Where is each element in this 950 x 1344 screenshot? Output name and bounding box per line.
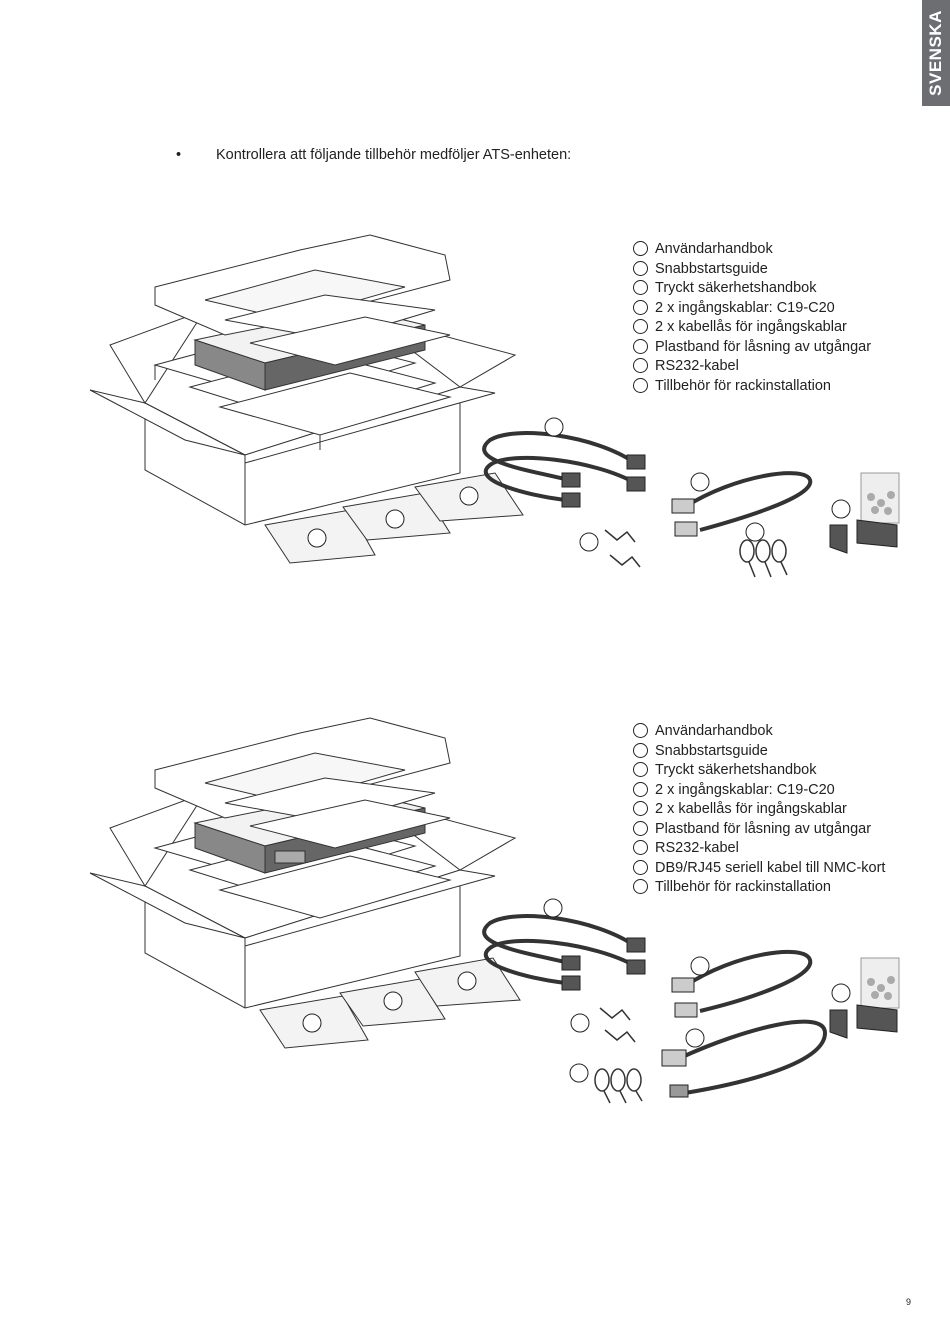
- checklist-item-label: Snabbstartsguide: [655, 742, 768, 759]
- checklist-item: 2 x ingångskablar: C19-C20: [633, 781, 885, 801]
- rack-kit: [829, 957, 900, 1039]
- rs232-cable: [671, 471, 813, 537]
- checklist-item: Användarhandbok: [633, 722, 885, 742]
- circle-checkbox-icon[interactable]: [633, 299, 648, 315]
- checklist-item-label: Tillbehör för rackinstallation: [655, 377, 831, 394]
- checklist-item-label: Plastband för låsning av utgångar: [655, 820, 872, 837]
- page-number: 9: [906, 1297, 912, 1307]
- circle-checkbox-icon[interactable]: [633, 338, 648, 354]
- circle-checkbox-icon[interactable]: [633, 742, 648, 758]
- upper-foam: [154, 234, 451, 366]
- circle-checkbox-icon[interactable]: [633, 762, 648, 777]
- checklist-item-label: Snabbstartsguide: [655, 260, 768, 277]
- circle-checkbox-icon[interactable]: [633, 280, 648, 295]
- checklist-item-label: 2 x ingångskablar: C19-C20: [655, 781, 835, 798]
- cable-locks: [604, 529, 641, 568]
- checklist-item-label: 2 x ingångskablar: C19-C20: [655, 299, 835, 316]
- checklist-2: Användarhandbok Snabbstartsguide Tryckt …: [633, 722, 885, 898]
- checklist-item-label: RS232-kabel: [655, 358, 739, 374]
- checklist-item-label: DB9/RJ45 seriell kabel till NMC-kort: [655, 859, 886, 876]
- plastic-ties: [594, 1068, 643, 1104]
- checklist-item: 2 x kabellås för ingångskablar: [633, 800, 885, 820]
- circle-checkbox-icon[interactable]: [633, 859, 648, 875]
- checklist-item: Snabbstartsguide: [633, 742, 885, 762]
- checklist-1: Användarhandbok Snabbstartsguide Tryckt …: [633, 240, 871, 396]
- package-illustration-1: [89, 234, 900, 578]
- intro-line: • Kontrollera att följande tillbehör medf…: [176, 147, 571, 163]
- bullet-marker: •: [176, 147, 182, 163]
- circle-checkbox-icon[interactable]: [633, 840, 648, 855]
- checklist-item: RS232-kabel: [633, 357, 871, 377]
- checklist-item: 2 x ingångskablar: C19-C20: [633, 299, 871, 319]
- checklist-item: 2 x kabellås för ingångskablar: [633, 318, 871, 338]
- intro-text: Kontrollera att följande tillbehör medfö…: [216, 147, 572, 163]
- checklist-item: Snabbstartsguide: [633, 260, 871, 280]
- checklist-item: Tillbehör för rackinstallation: [633, 377, 871, 397]
- rack-kit: [829, 472, 900, 554]
- circle-checkbox-icon[interactable]: [633, 241, 648, 256]
- checklist-item-label: Användarhandbok: [655, 723, 773, 739]
- package-illustration-2: [89, 717, 900, 1104]
- checklist-item: RS232-kabel: [633, 839, 885, 859]
- upper-foam: [154, 717, 451, 849]
- circle-checkbox-icon[interactable]: [633, 781, 648, 797]
- circle-checkbox-icon[interactable]: [633, 260, 648, 276]
- checklist-item: DB9/RJ45 seriell kabel till NMC-kort: [633, 859, 885, 879]
- circle-checkbox-icon[interactable]: [633, 319, 648, 334]
- circle-checkbox-icon[interactable]: [633, 377, 648, 393]
- circle-checkbox-icon[interactable]: [633, 801, 648, 816]
- input-cables: [482, 431, 637, 502]
- circle-checkbox-icon[interactable]: [633, 358, 648, 373]
- db9-rj45-cable: [661, 1019, 828, 1098]
- checklist-item-label: Plastband för låsning av utgångar: [655, 338, 872, 355]
- cable-locks: [599, 1007, 636, 1043]
- circle-checkbox-icon[interactable]: [633, 879, 648, 894]
- language-tab-label: SVENSKA: [926, 10, 945, 96]
- checklist-item: Tryckt säkerhetshandbok: [633, 279, 871, 299]
- checklist-item-label: Tryckt säkerhetshandbok: [655, 762, 817, 778]
- circle-checkbox-icon[interactable]: [633, 820, 648, 836]
- checklist-item-label: Tillbehör för rackinstallation: [655, 879, 831, 895]
- circle-checkbox-icon[interactable]: [633, 723, 648, 738]
- plastic-ties: [739, 539, 788, 578]
- checklist-item: Tryckt säkerhetshandbok: [633, 761, 885, 781]
- checklist-item: Plastband för låsning av utgångar: [633, 820, 885, 840]
- language-tab: SVENSKA: [922, 0, 950, 106]
- input-cables: [482, 914, 637, 985]
- checklist-item-label: Tryckt säkerhetshandbok: [655, 280, 817, 296]
- checklist-item-label: 2 x kabellås för ingångskablar: [655, 801, 847, 817]
- checklist-item: Tillbehör för rackinstallation: [633, 878, 885, 898]
- checklist-item-label: Användarhandbok: [655, 241, 773, 257]
- shipping-box: [89, 792, 517, 1009]
- checklist-item-label: RS232-kabel: [655, 840, 739, 856]
- checklist-item: Användarhandbok: [633, 240, 871, 260]
- checklist-item: Plastband för låsning av utgångar: [633, 338, 871, 358]
- rs232-cable: [671, 949, 813, 1018]
- checklist-item-label: 2 x kabellås för ingångskablar: [655, 319, 847, 335]
